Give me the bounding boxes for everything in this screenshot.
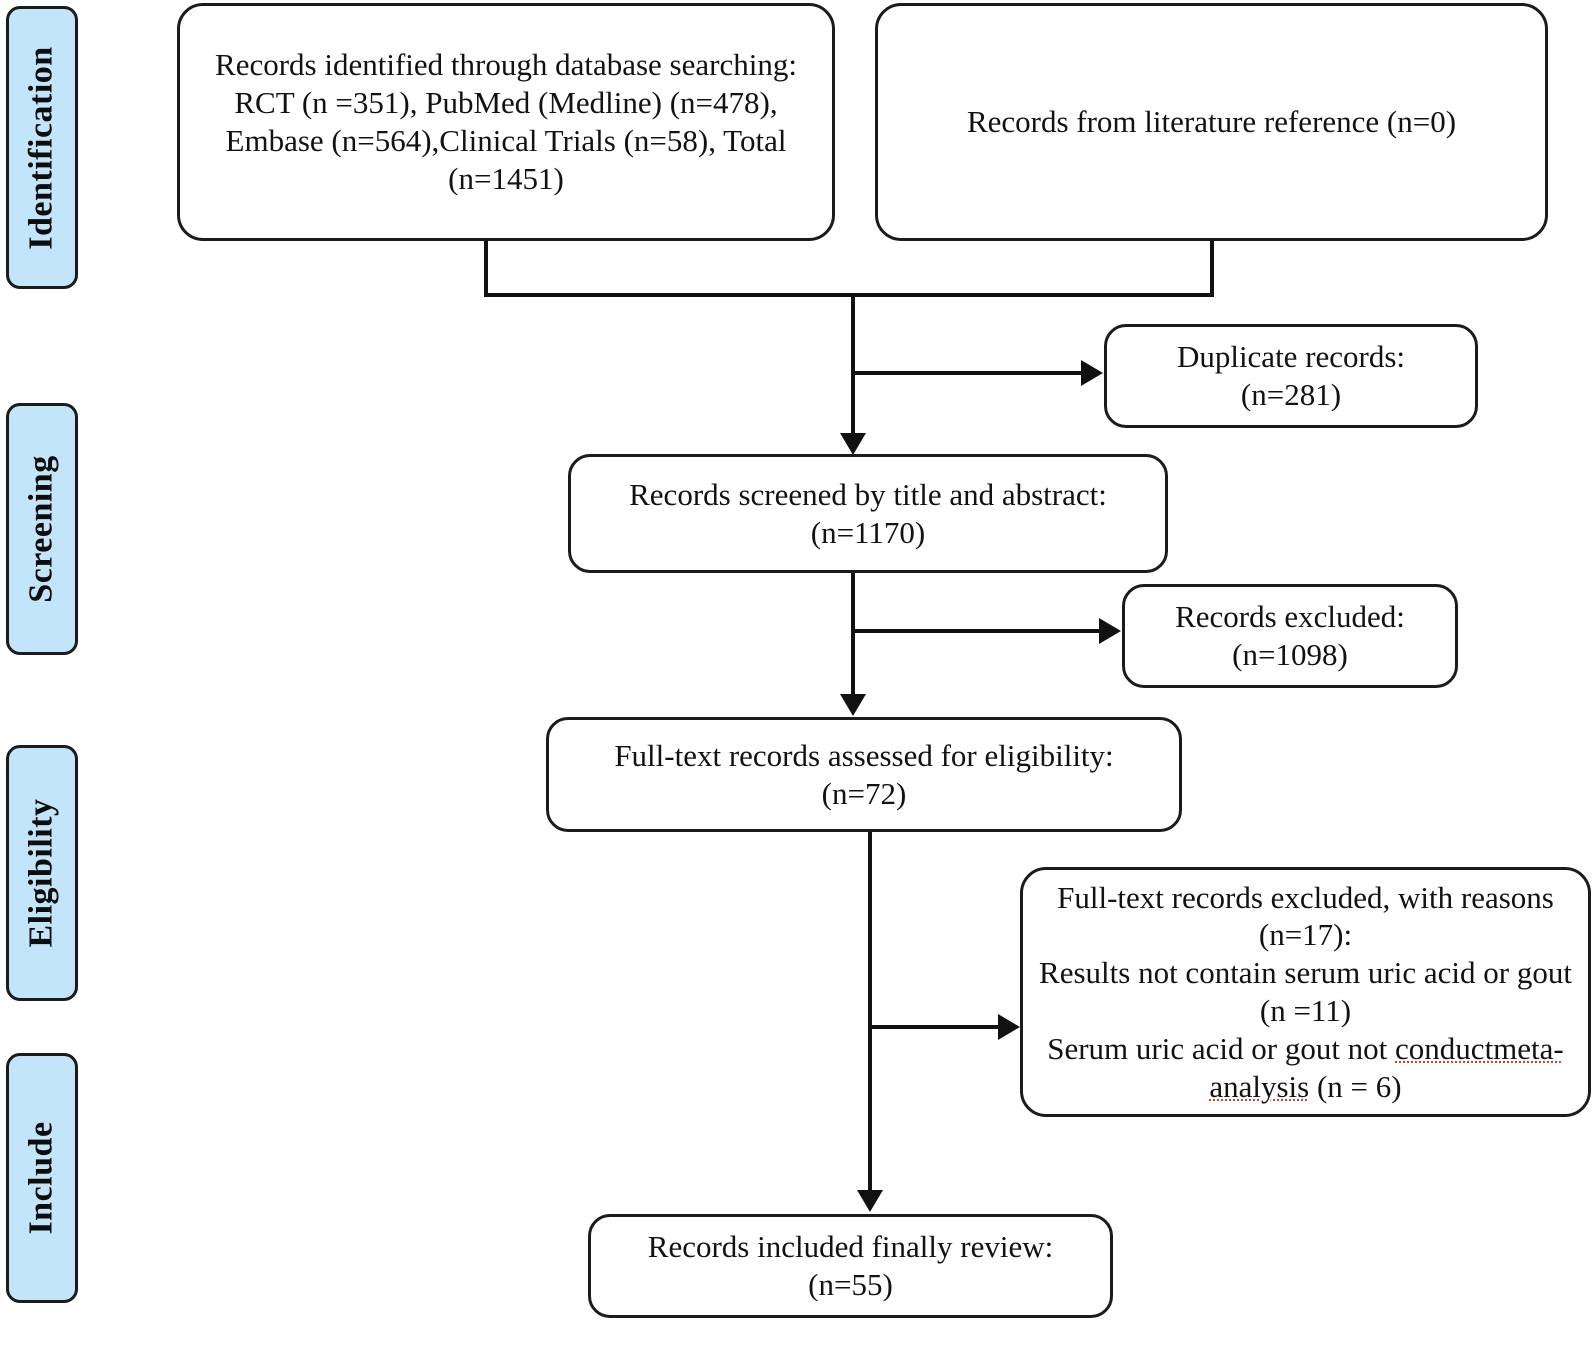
box-literature-reference: Records from literature reference (n=0) xyxy=(875,3,1548,241)
box-fulltext-excluded: Full-text records excluded, with reasons… xyxy=(1020,867,1591,1117)
arrowhead-to-included xyxy=(857,1190,883,1212)
box-records-screened-text: Records screened by title and abstract: … xyxy=(629,476,1107,550)
connector-trunk-to-screened xyxy=(851,293,855,435)
stage-include-label: Include xyxy=(23,1121,60,1235)
box-fulltext-assessed: Full-text records assessed for eligibili… xyxy=(546,717,1182,832)
box-fulltext-excluded-text: Full-text records excluded, with reasons… xyxy=(1037,879,1574,1106)
stage-eligibility: Eligibility xyxy=(6,745,78,1001)
box-fulltext-assessed-text: Full-text records assessed for eligibili… xyxy=(614,737,1114,811)
fulltext-excluded-line-3-prefix: Serum uric acid or gout not xyxy=(1047,1030,1396,1066)
box-records-included-final-text: Records included finally review: (n=55) xyxy=(647,1229,1054,1302)
connector-to-duplicates xyxy=(851,371,1083,375)
connector-db-stub xyxy=(484,240,488,297)
box-duplicate-records: Duplicate records: (n=281) xyxy=(1104,324,1478,428)
connector-screened-to-fulltext xyxy=(851,573,855,698)
connector-fulltext-to-included xyxy=(868,832,872,1193)
stage-include: Include xyxy=(6,1053,78,1303)
box-database-search-text: Records identified through database sear… xyxy=(215,47,797,196)
fulltext-excluded-line-3-suffix: (n = 6) xyxy=(1309,1068,1402,1104)
stage-identification-label: Identification xyxy=(23,45,61,250)
box-database-search: Records identified through database sear… xyxy=(177,3,835,241)
stage-screening-label: Screening xyxy=(23,455,60,603)
arrowhead-to-duplicates xyxy=(1081,360,1103,386)
box-duplicate-records-text: Duplicate records: (n=281) xyxy=(1176,339,1406,412)
arrowhead-to-fulltext-excluded xyxy=(998,1014,1020,1040)
stage-screening: Screening xyxy=(6,403,78,655)
box-literature-reference-text: Records from literature reference (n=0) xyxy=(966,104,1457,140)
box-records-excluded: Records excluded: (n=1098) xyxy=(1122,584,1458,688)
connector-lit-stub xyxy=(1210,240,1214,297)
box-records-excluded-text: Records excluded: (n=1098) xyxy=(1175,599,1405,672)
fulltext-excluded-line-3-flagged-term: conductmeta-analysis xyxy=(1209,1030,1564,1104)
fulltext-excluded-line-2: Results not contain serum uric acid or g… xyxy=(1039,955,1572,1028)
arrowhead-to-fulltext xyxy=(840,694,866,716)
connector-to-fulltext-excluded xyxy=(868,1025,1000,1029)
box-records-included-final: Records included finally review: (n=55) xyxy=(588,1214,1113,1318)
connector-to-records-excluded xyxy=(851,629,1101,633)
arrowhead-to-screened xyxy=(840,433,866,455)
box-records-screened: Records screened by title and abstract: … xyxy=(568,454,1168,573)
stage-identification: Identification xyxy=(6,6,78,289)
arrowhead-to-records-excluded xyxy=(1099,618,1121,644)
fulltext-excluded-line-1: Full-text records excluded, with reasons… xyxy=(1057,879,1554,953)
stage-eligibility-label: Eligibility xyxy=(23,798,60,948)
connector-merge-bar xyxy=(484,293,1214,297)
